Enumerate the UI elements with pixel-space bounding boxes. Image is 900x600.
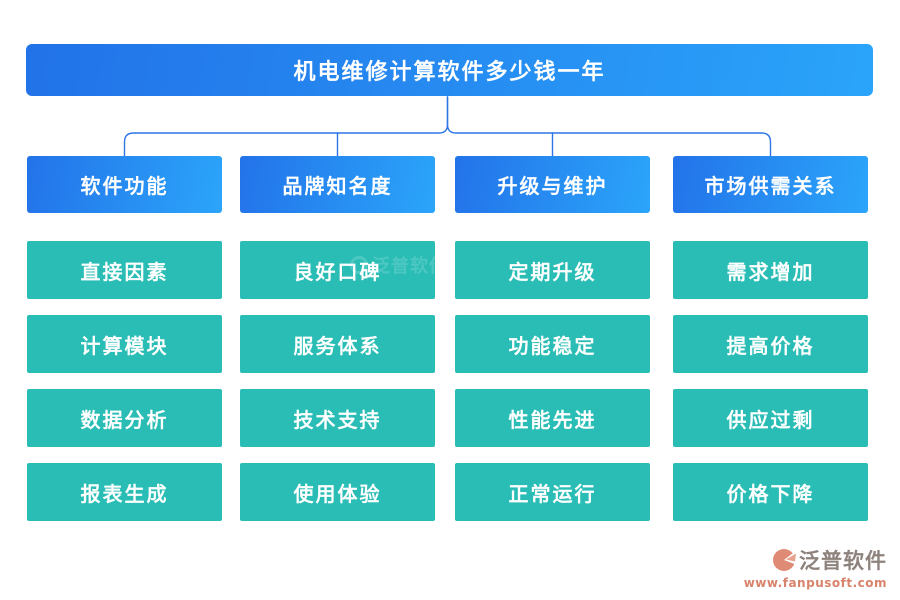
- leaf-label: 直接因素: [80, 259, 169, 284]
- leaf-node: 需求增加: [673, 241, 868, 299]
- leaf-label: 服务体系: [293, 333, 382, 358]
- branch-label: 软件功能: [80, 174, 169, 198]
- leaf-node: 服务体系: [240, 315, 435, 373]
- branch-label: 升级与维护: [497, 174, 608, 198]
- leaf-label: 正常运行: [508, 481, 597, 506]
- brand-row: 泛普软件: [744, 545, 887, 575]
- branch-column-1: 软件功能 直接因素 计算模块 数据分析 报表生成: [27, 156, 222, 537]
- leaf-node: 直接因素: [27, 241, 222, 299]
- leaf-node: 价格下降: [673, 463, 868, 521]
- fanpu-logo-icon: [773, 549, 796, 571]
- leaf-node: 使用体验: [240, 463, 435, 521]
- footer-branding: 泛普软件 www.fanpusoft.com: [744, 545, 887, 590]
- leaf-label: 需求增加: [726, 259, 815, 284]
- connector-right-bracket: [446, 96, 772, 157]
- brand-name: 泛普软件: [799, 549, 887, 573]
- leaf-label: 提高价格: [726, 333, 815, 358]
- leaf-node: 数据分析: [27, 389, 222, 447]
- leaf-node: 提高价格: [673, 315, 868, 373]
- leaf-node: 正常运行: [455, 463, 650, 521]
- leaf-node: 计算模块: [27, 315, 222, 373]
- page-title: 机电维修计算软件多少钱一年: [293, 60, 606, 85]
- leaf-node: 定期升级: [455, 241, 650, 299]
- branch-column-4: 市场供需关系 需求增加 提高价格 供应过剩 价格下降: [673, 156, 868, 537]
- branch-column-3: 升级与维护 定期升级 功能稳定 性能先进 正常运行: [455, 156, 650, 537]
- leaf-node: 功能稳定: [455, 315, 650, 373]
- leaf-label: 报表生成: [80, 481, 169, 506]
- branch-node-4: 市场供需关系: [673, 156, 868, 213]
- branch-node-1: 软件功能: [27, 156, 222, 213]
- leaf-label: 性能先进: [508, 407, 597, 432]
- brand-website: www.fanpusoft.com: [743, 576, 887, 590]
- root-node: 机电维修计算软件多少钱一年: [26, 44, 873, 96]
- leaf-node: 良好口碑: [240, 241, 435, 299]
- leaf-label: 使用体验: [293, 481, 382, 506]
- branch-node-3: 升级与维护: [455, 156, 650, 213]
- leaf-label: 供应过剩: [726, 407, 815, 432]
- leaf-label: 定期升级: [508, 259, 597, 284]
- leaf-node: 技术支持: [240, 389, 435, 447]
- connector-left-bracket: [123, 96, 449, 157]
- leaf-node: 供应过剩: [673, 389, 868, 447]
- leaf-node: 报表生成: [27, 463, 222, 521]
- leaf-label: 数据分析: [80, 407, 169, 432]
- leaf-node: 性能先进: [455, 389, 650, 447]
- branch-column-2: 品牌知名度 良好口碑 服务体系 技术支持 使用体验: [240, 156, 435, 537]
- leaf-label: 价格下降: [726, 481, 815, 506]
- leaf-label: 功能稳定: [508, 333, 597, 358]
- leaf-label: 良好口碑: [293, 259, 382, 284]
- leaf-label: 技术支持: [293, 407, 382, 432]
- leaf-label: 计算模块: [80, 333, 169, 358]
- branch-node-2: 品牌知名度: [240, 156, 435, 213]
- branch-label: 市场供需关系: [704, 174, 837, 198]
- branch-label: 品牌知名度: [282, 174, 393, 198]
